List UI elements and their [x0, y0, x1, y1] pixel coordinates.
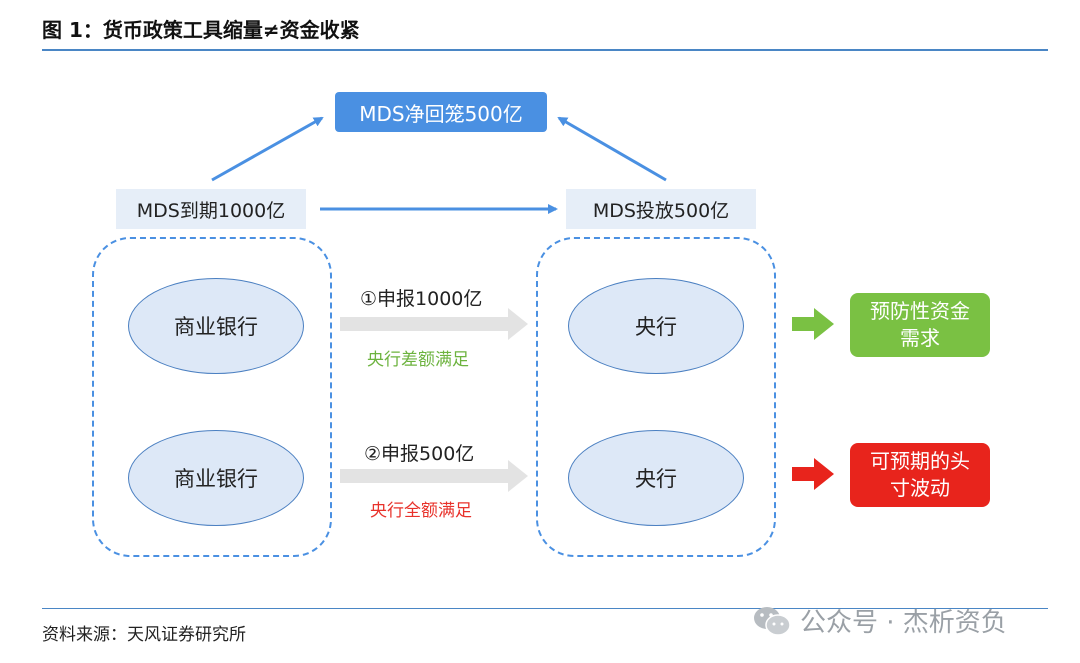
- mds-due-box: MDS到期1000亿: [116, 189, 306, 229]
- arrow-outcome-1: [792, 308, 834, 340]
- step-1-label: ①申报1000亿: [360, 288, 483, 310]
- wechat-icon: [752, 604, 792, 638]
- title-divider: [42, 49, 1048, 51]
- watermark-text: 公众号 · 杰析资负: [800, 608, 1007, 638]
- commercial-bank-group: [92, 237, 332, 557]
- commercial-bank-node-1: 商业银行: [128, 278, 304, 374]
- central-bank-node-1: 央行: [568, 278, 744, 374]
- central-bank-node-2: 央行: [568, 430, 744, 526]
- figure-title: 图 1：货币政策工具缩量≠资金收紧: [42, 18, 360, 42]
- arrow-put-to-net: [557, 116, 667, 182]
- arrow-outcome-2: [792, 458, 834, 490]
- mds-injection-box: MDS投放500亿: [566, 189, 756, 229]
- arrow-step-1: [340, 308, 528, 340]
- outcome-2-text: 可预期的头寸波动: [870, 449, 970, 500]
- step-1-note: 央行差额满足: [367, 350, 469, 370]
- outcome-precautionary-demand: 预防性资金需求: [850, 293, 990, 357]
- step-2-note: 央行全额满足: [370, 501, 472, 521]
- outcome-expected-fluctuation: 可预期的头寸波动: [850, 443, 990, 507]
- watermark: 公众号 · 杰析资负: [752, 602, 1007, 639]
- source-note: 资料来源：天风证券研究所: [42, 625, 246, 645]
- net-withdrawal-box: MDS净回笼500亿: [335, 92, 547, 132]
- footer-divider: [42, 608, 1048, 609]
- step-2-label: ②申报500亿: [364, 443, 475, 465]
- arrow-step-2: [340, 460, 528, 492]
- central-bank-group: [536, 237, 776, 557]
- commercial-bank-node-2: 商业银行: [128, 430, 304, 526]
- arrow-due-to-net: [211, 116, 324, 182]
- outcome-1-text: 预防性资金需求: [870, 299, 970, 350]
